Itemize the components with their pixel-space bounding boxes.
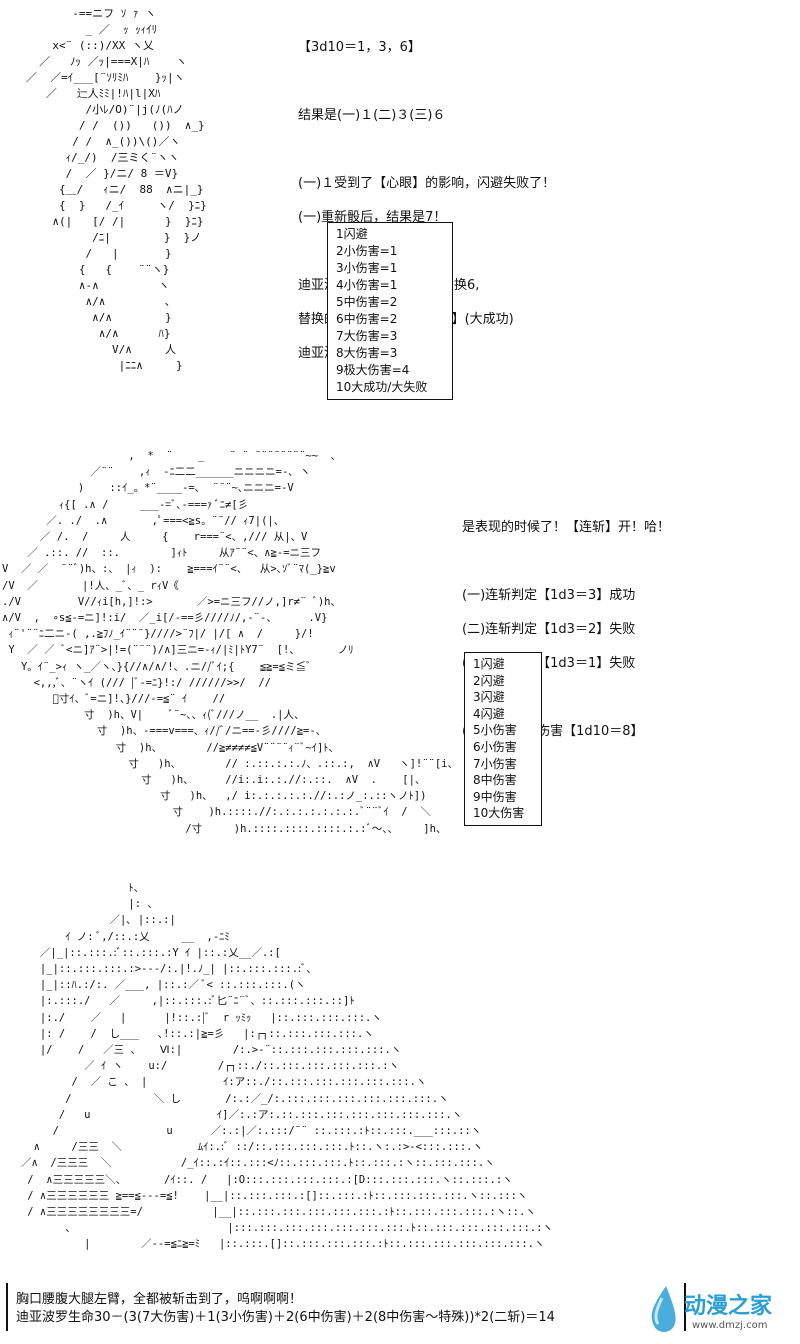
- summary-box: 胸口腰腹大腿左臂，全都被斩击到了，呜啊啊啊！ 迪亚波罗生命30－(3(7大伤害)…: [6, 1283, 686, 1331]
- table-row: 2闪避: [473, 673, 505, 688]
- text-line: (二)连斩判定【1d3＝2】失败: [462, 622, 636, 637]
- table-row: 8中伤害: [473, 773, 517, 788]
- table-row: 5中伤害=2: [336, 295, 398, 309]
- table-row: 5小伤害: [473, 723, 517, 738]
- text-line: (一)重新骰后，结果是7！: [298, 210, 447, 225]
- table-row: 1闪避: [473, 657, 505, 671]
- text-line: (一)连斩判定【1d3＝3】成功: [462, 588, 636, 603]
- table-row: 6小伤害: [473, 739, 517, 754]
- text-line: (一)１受到了【心眼】的影响，闪避失败了！: [298, 176, 556, 191]
- table-row: 9极大伤害=4: [336, 363, 410, 377]
- table-row: 7小伤害: [473, 756, 517, 771]
- text-line: 【3d10＝1，3，6】: [298, 40, 421, 55]
- text-line: 结果是(一)１(二)３(三)６: [298, 108, 446, 123]
- table-row: 7大伤害=3: [336, 329, 398, 343]
- table-row: 6中伤害=2: [336, 312, 398, 326]
- logo-name: 动漫之家: [684, 1294, 773, 1319]
- ascii-art-slash-scene: , * ¨ _ ¨ ¨ ¨¨¨¨¨¨¨¨~~ ､ ／¨¨ ,ｨ -ﾆ二二____…: [2, 450, 459, 835]
- table-row: 10大成功/大失败: [336, 380, 428, 394]
- logo-url: www.dmzj.com: [692, 1320, 768, 1331]
- ascii-art-figure-1: -==ニフ ｿ ｧ ヽ _ ／ ｯ ｯｨｲﾘ x<¨ (::)/XX ヽ乂 ／ …: [25, 7, 207, 372]
- watermark-logo: 动漫之家 www.dmzj.com: [640, 1282, 796, 1340]
- damage-table-1: 1闪避 2小伤害=1 3小伤害=1 4小伤害=1 5中伤害=2 6中伤害=2 7…: [327, 222, 453, 400]
- table-row: 10大伤害: [473, 806, 525, 821]
- damage-table-2: 1闪避 2闪避 3闪避 4闪避 5小伤害 6小伤害 7小伤害 8中伤害 9中伤害…: [464, 652, 542, 826]
- table-row: 9中伤害: [473, 789, 517, 804]
- table-row: 1闪避: [336, 227, 368, 241]
- panel2-dice-text: 是表现的时候了！【连斩】开！哈！ (一)连斩判定【1d3＝3】成功 (二)连斩判…: [462, 502, 670, 757]
- text-line: 是表现的时候了！【连斩】开！哈！: [462, 520, 671, 535]
- table-row: 8大伤害=3: [336, 346, 398, 360]
- text-line: [298, 141, 555, 158]
- summary-line-2: 迪亚波罗生命30－(3(7大伤害)＋1(3小伤害)＋2(6中伤害)＋2(8中伤害…: [16, 1310, 555, 1325]
- table-row: 4小伤害=1: [336, 278, 398, 292]
- brush-drop-icon: [651, 1286, 676, 1332]
- text-line: [298, 73, 555, 90]
- table-row: 3闪避: [473, 690, 505, 705]
- ascii-art-figure-3: ﾄ、 |: 、 ／|､ |::.:| ｲ ノ: ﾞ,/::.:乂 __ ,-ﾆﾐ…: [20, 882, 553, 1251]
- table-row: 3小伤害=1: [336, 261, 398, 275]
- table-row: 4闪避: [473, 706, 505, 721]
- text-line: [462, 553, 670, 570]
- summary-line-1: 胸口腰腹大腿左臂，全都被斩击到了，呜啊啊啊！: [16, 1292, 303, 1307]
- table-row: 2小伤害=1: [336, 244, 398, 258]
